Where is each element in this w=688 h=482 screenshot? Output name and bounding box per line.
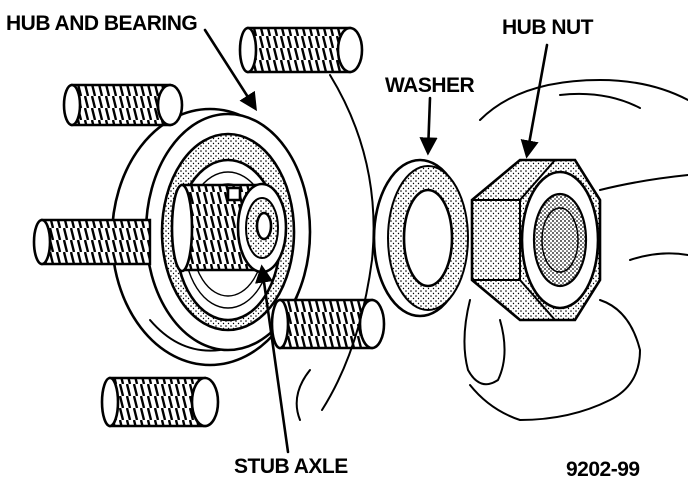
stub-axle xyxy=(170,182,288,274)
wheel-stud-bottom-left xyxy=(100,376,220,428)
hub-nut-label: HUB NUT xyxy=(502,16,594,39)
hand-outline xyxy=(295,74,688,421)
wheel-stud-top-left xyxy=(62,83,184,127)
stub-axle-arrow xyxy=(255,264,290,454)
hub-nut-arrow xyxy=(520,43,549,159)
stub-axle-label: STUB AXLE xyxy=(234,455,348,478)
figure-number-label: 9202-99 xyxy=(566,458,640,481)
washer xyxy=(372,158,469,318)
hub-and-bearing-label: HUB AND BEARING xyxy=(6,12,197,35)
wheel-stud-mid-left xyxy=(32,218,152,266)
hub-nut xyxy=(470,158,602,322)
washer-arrow xyxy=(419,96,438,156)
wheel-stud-bottom-right xyxy=(270,298,386,350)
wheel-stud-top-right xyxy=(238,26,364,74)
hub-and-bearing-arrow xyxy=(203,28,257,112)
washer-label: WASHER xyxy=(385,74,475,97)
leader-lines xyxy=(203,28,549,454)
